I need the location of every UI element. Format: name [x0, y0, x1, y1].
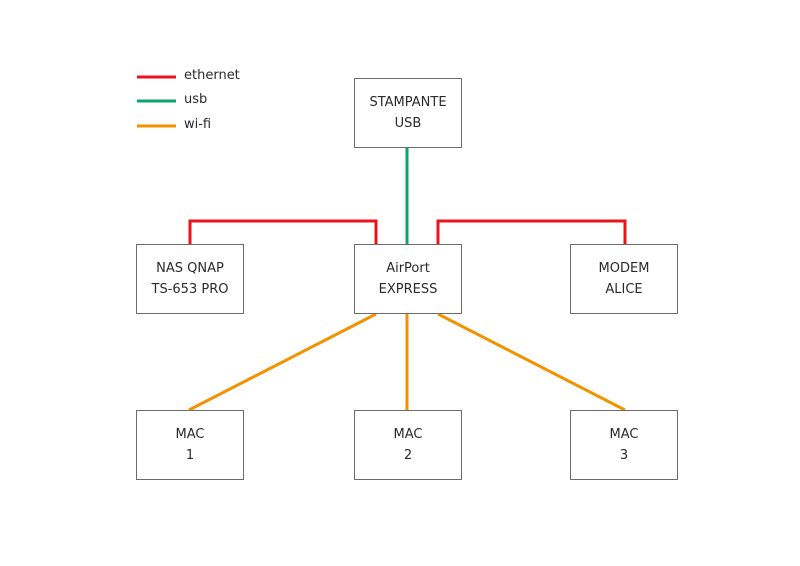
node-mac1-line2: 1	[185, 448, 195, 463]
node-modem-line1: MODEM	[598, 261, 650, 276]
connection-ethernet-airport-modem	[436, 219, 627, 244]
connection-wifi-airport-mac3	[437, 312, 626, 412]
node-mac3: MAC 3	[570, 410, 678, 480]
legend-label-wifi: wi-fi	[184, 117, 212, 132]
node-nas: NAS QNAP TS-653 PRO	[136, 244, 244, 314]
node-mac3-line2: 3	[619, 448, 629, 463]
connection-wifi-airport-mac1	[188, 312, 377, 412]
node-mac1-line1: MAC	[175, 427, 205, 442]
node-printer-line2: USB	[394, 116, 422, 131]
node-mac2-line1: MAC	[393, 427, 423, 442]
node-airport-line2: EXPRESS	[378, 282, 438, 297]
node-printer: STAMPANTE USB	[354, 78, 462, 148]
legend-label-usb: usb	[184, 92, 208, 107]
node-mac3-line1: MAC	[609, 427, 639, 442]
node-printer-line1: STAMPANTE	[369, 95, 447, 110]
node-modem: MODEM ALICE	[570, 244, 678, 314]
legend-label-ethernet: ethernet	[184, 68, 240, 83]
node-nas-line2: TS-653 PRO	[151, 282, 229, 297]
node-mac2: MAC 2	[354, 410, 462, 480]
node-airport: AirPort EXPRESS	[354, 244, 462, 314]
node-mac2-line2: 2	[403, 448, 413, 463]
node-modem-line2: ALICE	[605, 282, 643, 297]
node-nas-line1: NAS QNAP	[156, 261, 224, 276]
connection-ethernet-nas-airport	[188, 219, 378, 244]
node-mac1: MAC 1	[136, 410, 244, 480]
node-airport-line1: AirPort	[386, 261, 430, 276]
